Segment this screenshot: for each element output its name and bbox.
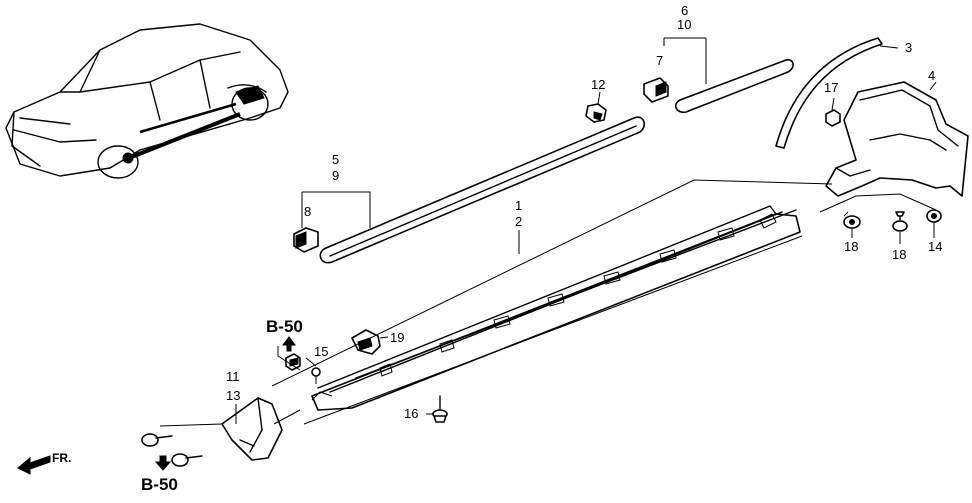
- fender-arch-molding: [775, 37, 899, 149]
- leader-lines: [159, 91, 935, 427]
- clip-7: [643, 77, 669, 103]
- label-1: 1: [515, 198, 522, 213]
- label-10: 10: [677, 17, 691, 32]
- reference-b50-bottom: B-50: [141, 475, 178, 494]
- down-arrow-icon: [154, 455, 172, 471]
- label-16: 16: [404, 406, 418, 421]
- front-direction-label: FR.: [52, 451, 71, 465]
- label-8: 8: [304, 204, 311, 219]
- side-sill-molding: [319, 116, 646, 264]
- clip-19: [351, 329, 389, 355]
- label-5: 5: [332, 152, 339, 167]
- screw-14: [926, 209, 942, 223]
- label-15: 15: [314, 344, 328, 359]
- screw-18-left: [843, 211, 861, 229]
- car-illustration: [5, 23, 289, 179]
- label-7: 7: [656, 53, 663, 68]
- label-17: 17: [824, 80, 838, 95]
- screw-16: [432, 395, 448, 423]
- reference-b50-top: B-50: [266, 317, 303, 336]
- up-arrow-icon: [282, 336, 296, 352]
- clip-17: [825, 109, 841, 127]
- label-18-right: 18: [892, 247, 906, 262]
- side-sill-garnish: [311, 205, 801, 411]
- mud-guard-screws: [141, 433, 203, 467]
- label-6: 6: [681, 3, 688, 18]
- label-19: 19: [390, 330, 404, 345]
- label-12: 12: [591, 77, 605, 92]
- clip-8: [293, 227, 319, 253]
- label-18-left: 18: [844, 239, 858, 254]
- label-9: 9: [332, 168, 339, 183]
- label-3: 3: [905, 40, 912, 55]
- label-13: 13: [226, 388, 240, 403]
- label-2: 2: [515, 214, 522, 229]
- mud-guard: [221, 397, 283, 461]
- label-11: 11: [226, 369, 240, 384]
- door-molding-rear: [663, 37, 794, 114]
- label-14: 14: [928, 239, 942, 254]
- label-4: 4: [928, 68, 935, 83]
- front-direction-arrow-icon: [17, 455, 51, 475]
- screw-18-right: [892, 211, 908, 232]
- fender-liner: [825, 81, 969, 197]
- liner-leader-lines: [819, 193, 937, 213]
- clip-12: [585, 103, 607, 123]
